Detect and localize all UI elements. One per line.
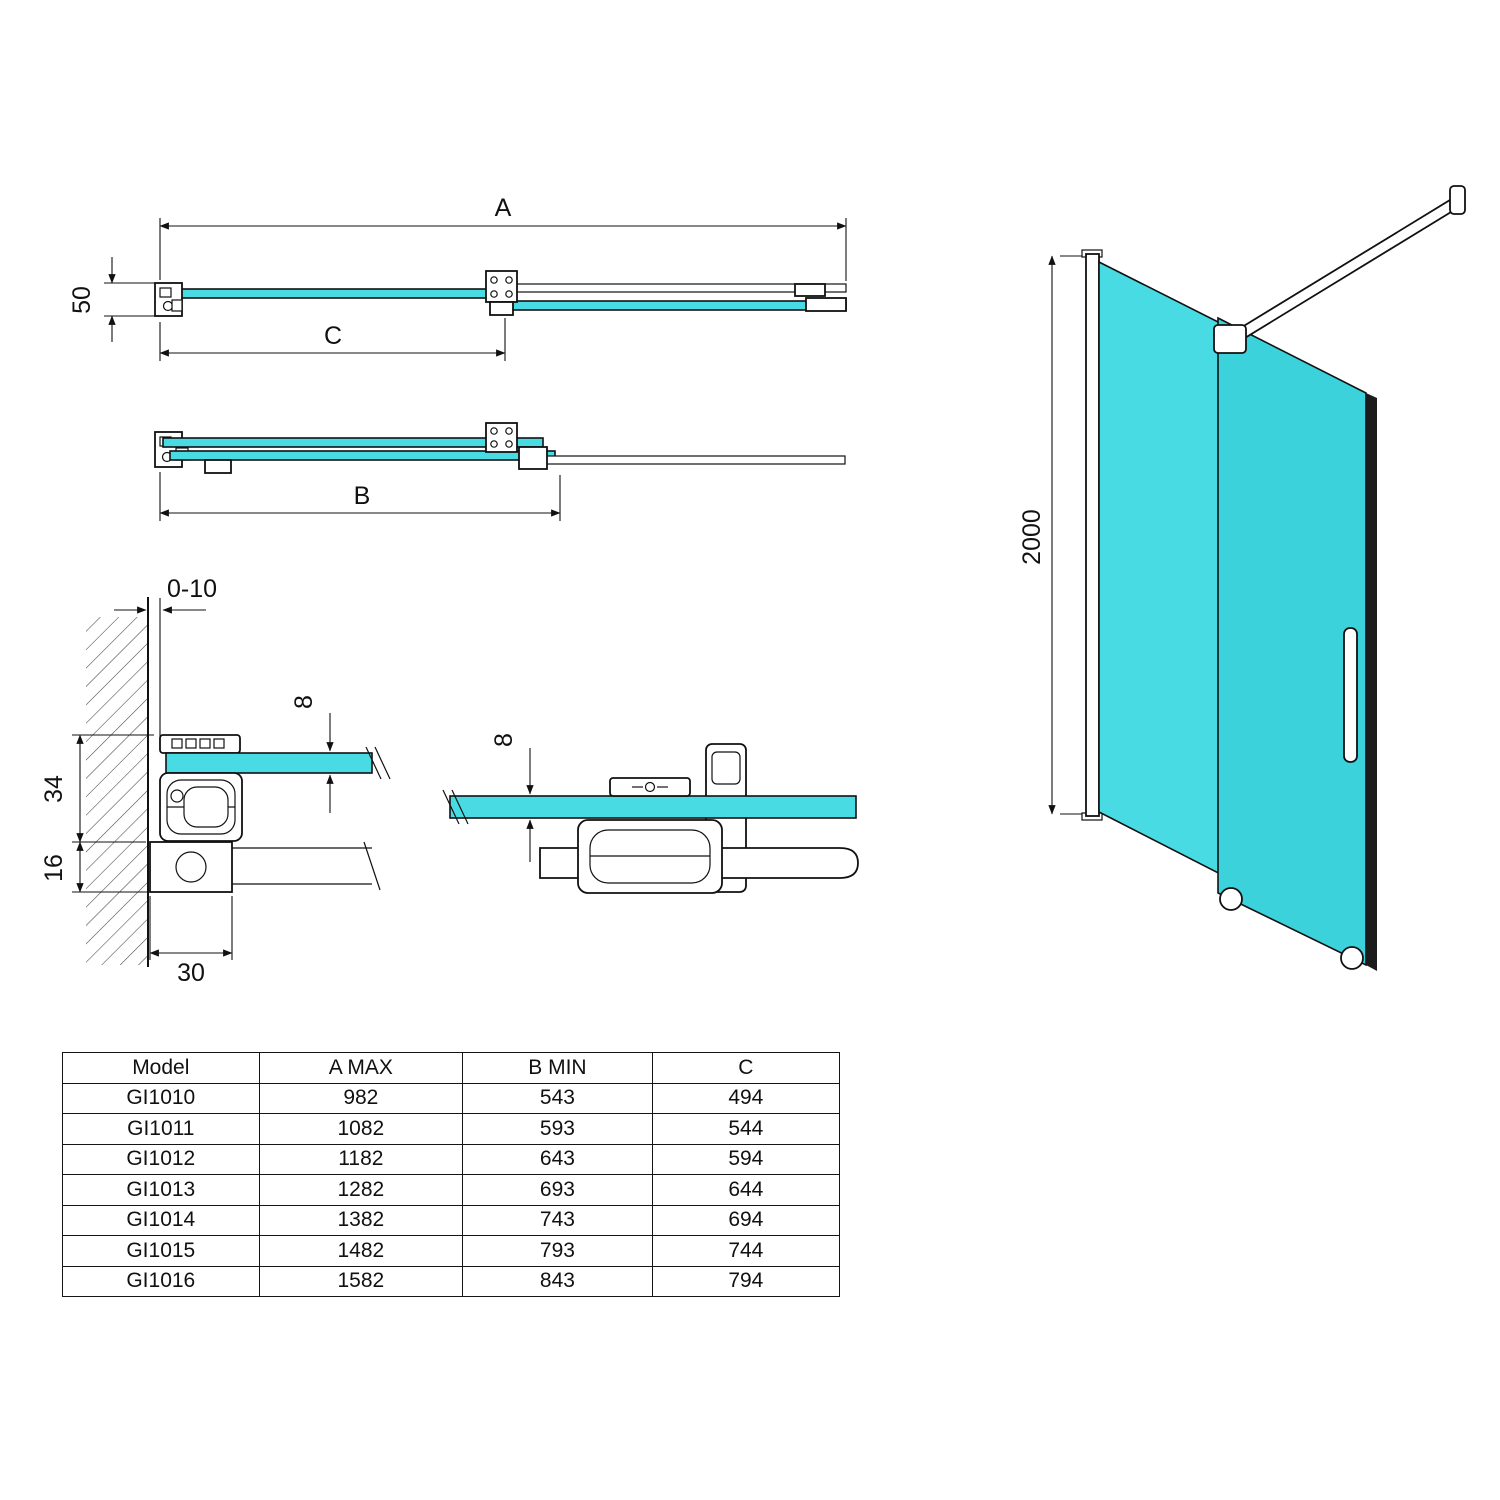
cell-model: GI1013	[62, 1174, 260, 1206]
cell-b-min: 793	[462, 1235, 653, 1267]
support-bar-section	[544, 455, 846, 465]
wall-hatching	[86, 617, 148, 965]
glass-edge	[449, 795, 857, 819]
section-view-open: B	[154, 422, 846, 521]
cell-model: GI1016	[62, 1265, 260, 1297]
bar-connector	[485, 422, 518, 453]
roller-wheel-right	[1340, 946, 1364, 970]
cell-model: GI1011	[62, 1113, 260, 1145]
bar-glass-clamp	[1213, 324, 1247, 354]
dim-label-a: A	[495, 194, 512, 222]
front-view: 2000	[1018, 185, 1466, 971]
door-edge-profile	[1366, 393, 1377, 971]
wall-profile-detail: 0-10 8 34 16 30	[40, 575, 391, 987]
cell-c: 544	[651, 1113, 841, 1145]
cell-c: 794	[651, 1265, 841, 1297]
table-header-row: Model A MAX B MIN C	[62, 1052, 841, 1084]
dim-label-glass-8-wall: 8	[290, 695, 318, 709]
table-row: GI1010 982 543 494	[62, 1082, 841, 1114]
table-row: GI1013 1282 693 644	[62, 1174, 841, 1206]
roller-detail: 8	[442, 733, 859, 894]
screw-hole	[175, 851, 207, 883]
cell-b-min: 843	[462, 1265, 653, 1297]
roller-carrier	[518, 446, 548, 470]
cell-a-max: 1282	[258, 1174, 464, 1206]
cell-a-max: 1482	[258, 1235, 464, 1267]
dim-label-30: 30	[177, 959, 205, 987]
dim-label-2000: 2000	[1018, 509, 1046, 565]
dim-label-wall-gap: 0-10	[167, 575, 217, 603]
cell-a-max: 1182	[258, 1143, 464, 1175]
wall-bracket	[154, 282, 183, 317]
table-row: GI1012 1182 643 594	[62, 1143, 841, 1175]
cell-c: 594	[651, 1143, 841, 1175]
cell-b-min: 543	[462, 1082, 653, 1114]
spec-table-container: Model A MAX B MIN C GI1010 982 543 494 G…	[62, 1052, 841, 1297]
cell-c: 494	[651, 1082, 841, 1114]
break-line	[363, 841, 381, 891]
cell-model: GI1010	[62, 1082, 260, 1114]
dim-label-50: 50	[68, 286, 96, 314]
section-view-closed: A 50 C	[68, 194, 847, 361]
fixed-glass-section	[162, 288, 509, 299]
support-bar	[1227, 198, 1458, 346]
table-row: GI1016 1582 843 794	[62, 1265, 841, 1297]
sliding-glass-section	[499, 300, 847, 311]
col-header-c: C	[651, 1052, 841, 1084]
table-row: GI1014 1382 743 694	[62, 1204, 841, 1236]
door-handle	[1343, 627, 1358, 763]
cell-c: 694	[651, 1204, 841, 1236]
table-row: GI1015 1482 793 744	[62, 1235, 841, 1267]
cell-model: GI1012	[62, 1143, 260, 1175]
cell-a-max: 1382	[258, 1204, 464, 1236]
cell-model: GI1015	[62, 1235, 260, 1267]
roller-wheel-left	[1219, 887, 1243, 911]
dim-label-glass-8-roller: 8	[490, 733, 518, 747]
cell-model: GI1014	[62, 1204, 260, 1236]
fixed-glass-panel	[1098, 260, 1233, 882]
cell-a-max: 982	[258, 1082, 464, 1114]
glass-edge	[165, 752, 373, 774]
cell-a-max: 1582	[258, 1265, 464, 1297]
cell-c: 644	[651, 1174, 841, 1206]
end-clamp	[794, 283, 847, 312]
spec-table: Model A MAX B MIN C GI1010 982 543 494 G…	[62, 1052, 841, 1297]
cell-a-max: 1082	[258, 1113, 464, 1145]
col-header-b-min: B MIN	[462, 1052, 653, 1084]
dim-label-c: C	[324, 322, 342, 350]
cell-b-min: 693	[462, 1174, 653, 1206]
wall-profile	[1085, 253, 1100, 817]
bar-connector	[485, 270, 518, 316]
break-line	[365, 746, 391, 780]
dim-label-b: B	[354, 482, 371, 510]
bar-wall-mount	[1449, 185, 1466, 215]
col-header-model: Model	[62, 1052, 260, 1084]
dim-label-34: 34	[40, 775, 68, 803]
dim-label-16: 16	[40, 854, 68, 882]
cell-b-min: 593	[462, 1113, 653, 1145]
break-line	[442, 789, 469, 825]
col-header-a-max: A MAX	[258, 1052, 464, 1084]
guide-block	[204, 459, 232, 474]
cell-c: 744	[651, 1235, 841, 1267]
table-row: GI1011 1082 593 544	[62, 1113, 841, 1145]
cell-b-min: 743	[462, 1204, 653, 1236]
cell-b-min: 643	[462, 1143, 653, 1175]
fixed-glass-section	[162, 437, 544, 448]
